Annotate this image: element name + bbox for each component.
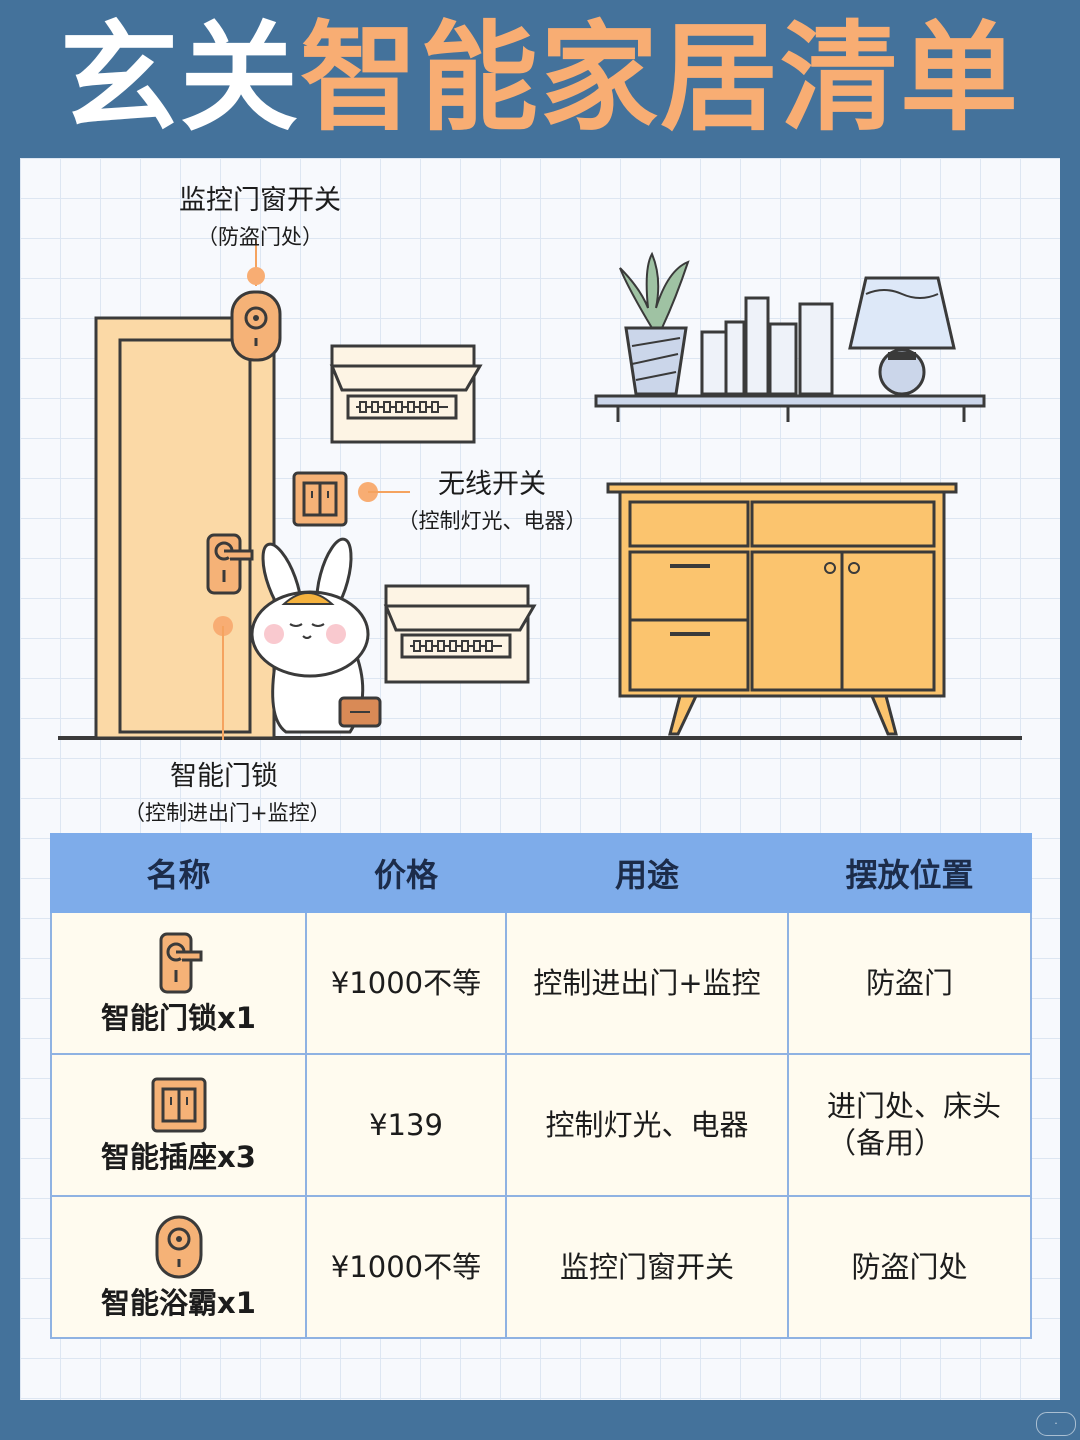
label-switch-sub: （控制灯光、电器） bbox=[397, 509, 587, 533]
content-panel: 监控门窗开关 （防盗门处） 无线开关 （控制灯光、电器） 智能门锁 （控制进出门… bbox=[20, 158, 1060, 1400]
label-lock: 智能门锁 （控制进出门+监控） bbox=[124, 754, 331, 827]
label-monitor: 监控门窗开关 （防盗门处） bbox=[160, 178, 360, 251]
header-name: 名称 bbox=[50, 833, 307, 913]
monitor-sensor-illustration bbox=[230, 240, 282, 362]
cell-place: 防盗门处 bbox=[787, 1195, 1032, 1339]
cell-use: 监控门窗开关 bbox=[505, 1195, 789, 1339]
cell-use: 控制灯光、电器 bbox=[505, 1053, 789, 1197]
cell-name: 智能浴霸x1 bbox=[50, 1195, 307, 1339]
wall-switch-icon bbox=[151, 1077, 206, 1132]
entrance-illustration bbox=[58, 240, 1022, 740]
table-row: 智能插座x3 ¥139 控制灯光、电器 进门处、床头（备用） bbox=[50, 1053, 1032, 1197]
title-white: 玄关 bbox=[59, 9, 300, 147]
table-row: 智能浴霸x1 ¥1000不等 监控门窗开关 防盗门处 bbox=[50, 1195, 1032, 1339]
product-name: 智能门锁x1 bbox=[101, 1000, 256, 1035]
potted-plant-illustration bbox=[619, 251, 690, 396]
product-name: 智能插座x3 bbox=[101, 1139, 256, 1174]
distribution-box-lower bbox=[383, 584, 537, 684]
watermark-badge: · bbox=[1036, 1412, 1076, 1436]
door-illustration bbox=[94, 316, 276, 740]
cell-price: ¥1000不等 bbox=[305, 1195, 507, 1339]
page-title: 玄关智能家居清单 bbox=[0, 8, 1080, 148]
label-switch-main: 无线开关 bbox=[438, 469, 546, 500]
door-lock-icon bbox=[159, 932, 202, 993]
label-monitor-main: 监控门窗开关 bbox=[179, 185, 341, 216]
table-header-row: 名称 价格 用途 摆放位置 bbox=[50, 833, 1032, 913]
cell-place: 进门处、床头（备用） bbox=[787, 1053, 1032, 1197]
product-table: 名称 价格 用途 摆放位置 智能门锁x1 ¥1000不等 控制进出门 bbox=[50, 833, 1032, 1339]
bunny-illustration bbox=[250, 537, 382, 734]
header-use: 用途 bbox=[505, 833, 789, 913]
books-illustration bbox=[700, 296, 834, 396]
cell-price: ¥139 bbox=[305, 1053, 507, 1197]
product-name: 智能浴霸x1 bbox=[101, 1285, 256, 1320]
header-price: 价格 bbox=[305, 833, 507, 913]
cell-use: 控制进出门+监控 bbox=[505, 911, 789, 1055]
cell-price: ¥1000不等 bbox=[305, 911, 507, 1055]
label-monitor-sub: （防盗门处） bbox=[197, 225, 323, 249]
label-switch: 无线开关 （控制灯光、电器） bbox=[392, 462, 592, 535]
title-orange: 智能家居清单 bbox=[300, 9, 1021, 147]
cabinet-illustration bbox=[606, 482, 958, 736]
cell-place: 防盗门 bbox=[787, 911, 1032, 1055]
cell-name: 智能插座x3 bbox=[50, 1053, 307, 1197]
distribution-box-upper bbox=[329, 344, 483, 444]
wall-shelf-illustration bbox=[594, 394, 986, 422]
wall-switch-illustration bbox=[292, 471, 348, 527]
door-lock-illustration bbox=[206, 533, 254, 595]
camera-sensor-icon bbox=[155, 1215, 202, 1278]
table-row: 智能门锁x1 ¥1000不等 控制进出门+监控 防盗门 bbox=[50, 911, 1032, 1055]
table-lamp-illustration bbox=[848, 276, 956, 396]
label-lock-sub: （控制进出门+监控） bbox=[124, 801, 331, 825]
cell-name: 智能门锁x1 bbox=[50, 911, 307, 1055]
header-place: 摆放位置 bbox=[787, 833, 1032, 913]
label-lock-main: 智能门锁 bbox=[170, 761, 278, 792]
